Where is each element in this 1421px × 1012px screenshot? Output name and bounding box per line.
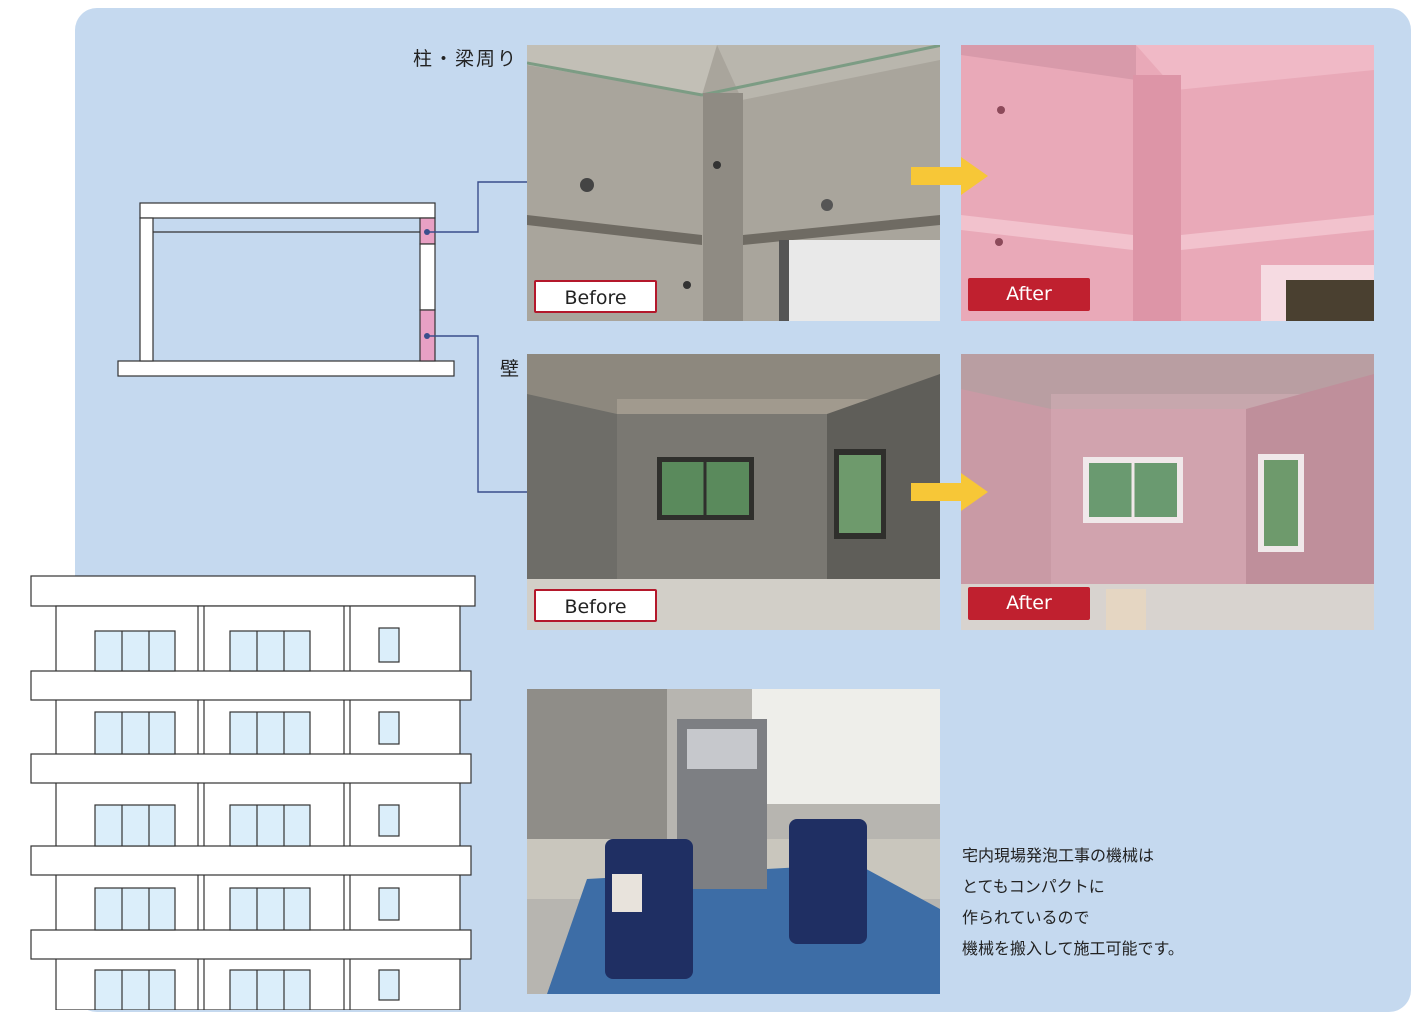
arrow-right-icon [911,157,988,195]
photo-wall-after [961,354,1374,630]
caption-line: 作られているので [962,908,1090,927]
photo-wall-before [527,354,940,630]
photo-column-before [527,45,940,321]
building-illustration [30,575,476,1010]
arrow-right-icon [911,473,988,511]
label-column-beam: 柱・梁周り [413,48,519,70]
caption-line: 機械を搬入して施工可能です。 [962,939,1184,958]
tag-after-wall: After [968,587,1090,620]
photo-spray-machine [527,689,940,994]
tag-before-column: Before [534,280,657,313]
caption-line: 宅内現場発泡工事の機械は [962,846,1155,865]
photo-column-after [961,45,1374,321]
machine-caption: 宅内現場発泡工事の機械は とてもコンパクトに 作られているので 機械を搬入して施… [962,840,1184,964]
tag-before-wall: Before [534,589,657,622]
tag-after-column: After [968,278,1090,311]
label-wall: 壁 [500,358,522,380]
caption-line: とてもコンパクトに [962,877,1105,896]
